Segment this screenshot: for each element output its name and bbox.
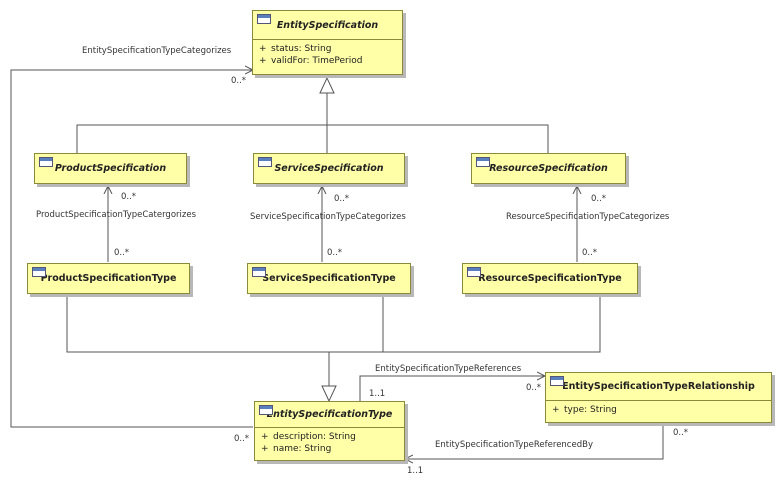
mult-product-top: 0..* [121,192,137,202]
class-name: ProductSpecification [54,162,167,174]
class-resource-specification-type[interactable]: ResourceSpecificationType [462,263,638,294]
class-service-specification-type[interactable]: ServiceSpecificationType [247,263,411,294]
mult-resource-bottom: 0..* [582,248,598,258]
generalization-triangle-entity-spec-type [321,385,337,403]
assoc-label-product-categorizes: ProductSpecificationTypeCatergorizes [36,210,196,220]
class-icon [39,157,53,167]
generalization-line-entity-spec-type [66,296,601,386]
assoc-label-resource-categorizes: ResourceSpecificationTypeCategorizes [506,212,670,222]
assoc-label-entity-categorizes: EntitySpecificationTypeCategorizes [82,46,232,56]
assoc-label-service-categorizes: ServiceSpecificationTypeCategorizes [250,212,406,222]
attribute: +name: String [261,444,332,454]
assoc-label-type-referenced-by: EntitySpecificationTypeReferencedBy [435,440,593,450]
mult-entity-categorizes-end: 0..* [231,76,247,86]
class-icon [257,14,271,24]
assoc-type-references [359,376,545,401]
mult-entity-categorizes-start: 0..* [234,434,250,444]
class-entity-specification[interactable]: EntitySpecification +status: String +val… [252,10,403,75]
mult-type-references-target: 0..* [526,383,542,393]
mult-type-referenced-by-target: 1..1 [407,466,424,476]
class-name: ResourceSpecificationType [478,272,622,284]
class-icon [476,157,490,167]
class-entity-specification-type[interactable]: EntitySpecificationType +description: St… [254,401,405,461]
class-icon [259,405,273,415]
class-name: ResourceSpecification [489,162,608,174]
class-name: EntitySpecificationType [266,409,393,420]
generalization-line-entity-spec [76,93,549,153]
class-icon [258,157,272,167]
generalization-triangle-entity-spec [319,76,335,94]
attribute: +description: String [261,432,356,442]
mult-type-referenced-by-source: 0..* [673,428,689,438]
mult-resource-top: 0..* [591,194,607,204]
mult-product-bottom: 0..* [114,248,130,258]
class-entity-specification-type-relationship[interactable]: EntitySpecificationTypeRelationship +typ… [545,372,772,423]
attribute: +status: String [259,44,332,54]
mult-type-references-source: 1..1 [369,389,386,399]
mult-service-bottom: 0..* [327,248,343,258]
assoc-entity-categorizes [10,70,253,428]
class-resource-specification[interactable]: ResourceSpecification [471,153,626,184]
class-icon [550,376,564,386]
class-name: EntitySpecificationTypeRelationship [562,381,755,392]
class-service-specification[interactable]: ServiceSpecification [253,153,405,184]
assoc-type-referenced-by [405,424,664,459]
class-icon [252,267,266,277]
mult-service-top: 0..* [334,194,350,204]
attribute: +type: String [552,405,617,415]
class-product-specification[interactable]: ProductSpecification [34,153,187,184]
class-icon [467,267,481,277]
class-icon [32,267,46,277]
class-name: ProductSpecificationType [40,272,177,284]
class-name: EntitySpecification [276,19,379,31]
class-product-specification-type[interactable]: ProductSpecificationType [27,263,190,294]
class-name: ServiceSpecification [274,162,384,174]
class-name: ServiceSpecificationType [262,272,396,284]
attribute: +validFor: TimePeriod [259,56,363,66]
assoc-label-type-references: EntitySpecificationTypeReferences [375,364,522,374]
